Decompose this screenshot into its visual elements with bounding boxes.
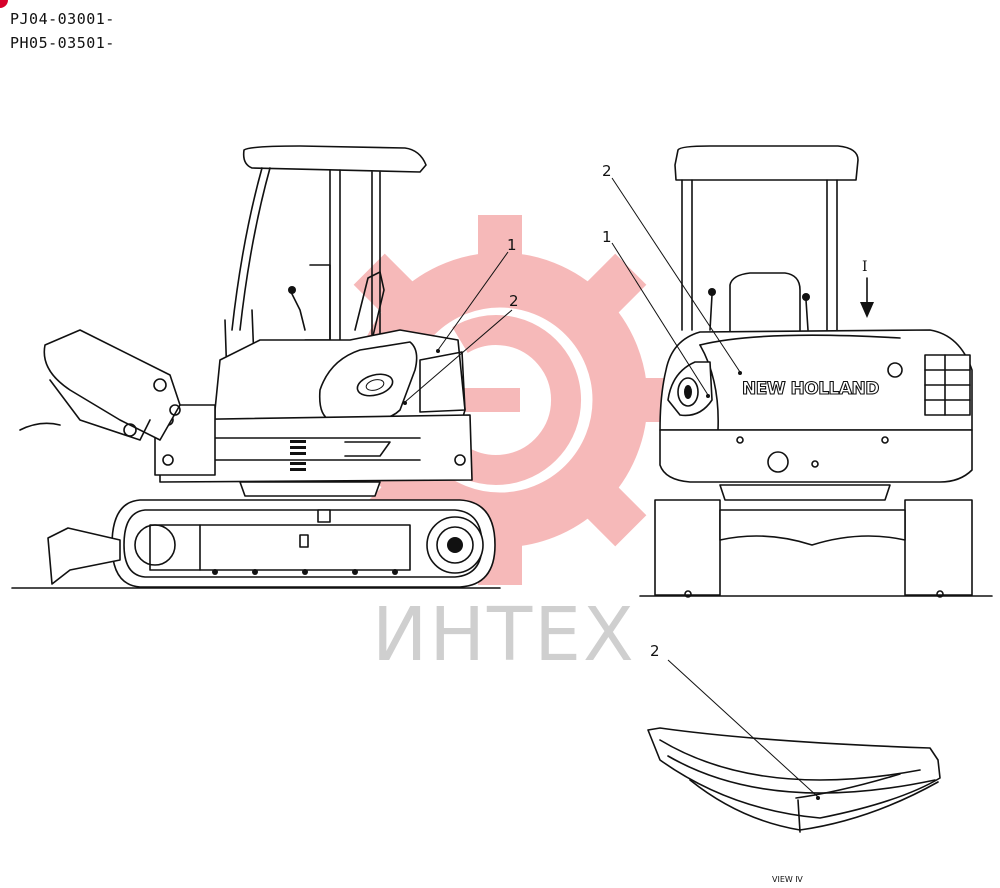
callout-side-2: 2 bbox=[509, 292, 519, 310]
view-detail-hood-top bbox=[647, 659, 941, 833]
side-view-excavator bbox=[11, 145, 501, 589]
rear-callouts bbox=[611, 177, 742, 398]
callout-side-1: 1 bbox=[507, 236, 517, 254]
watermark-text: ИНТЕХ bbox=[372, 592, 636, 678]
corner-marker bbox=[0, 0, 8, 8]
brand-decal-text: NEW HOLLAND bbox=[742, 379, 879, 399]
callout-rear-1: 1 bbox=[602, 228, 612, 246]
callout-view-2: 2 bbox=[650, 642, 660, 660]
callout-rear-2: 2 bbox=[602, 162, 612, 180]
view-arrow-icon bbox=[860, 277, 874, 318]
side-callouts bbox=[403, 251, 513, 405]
view-caption: VIEW Ⅳ bbox=[772, 875, 803, 884]
serial-range-1: PJ04-03001- bbox=[10, 10, 115, 28]
rear-view-excavator bbox=[639, 145, 993, 598]
view-marker-label: I bbox=[862, 259, 868, 275]
serial-range-2: PH05-03501- bbox=[10, 34, 115, 52]
